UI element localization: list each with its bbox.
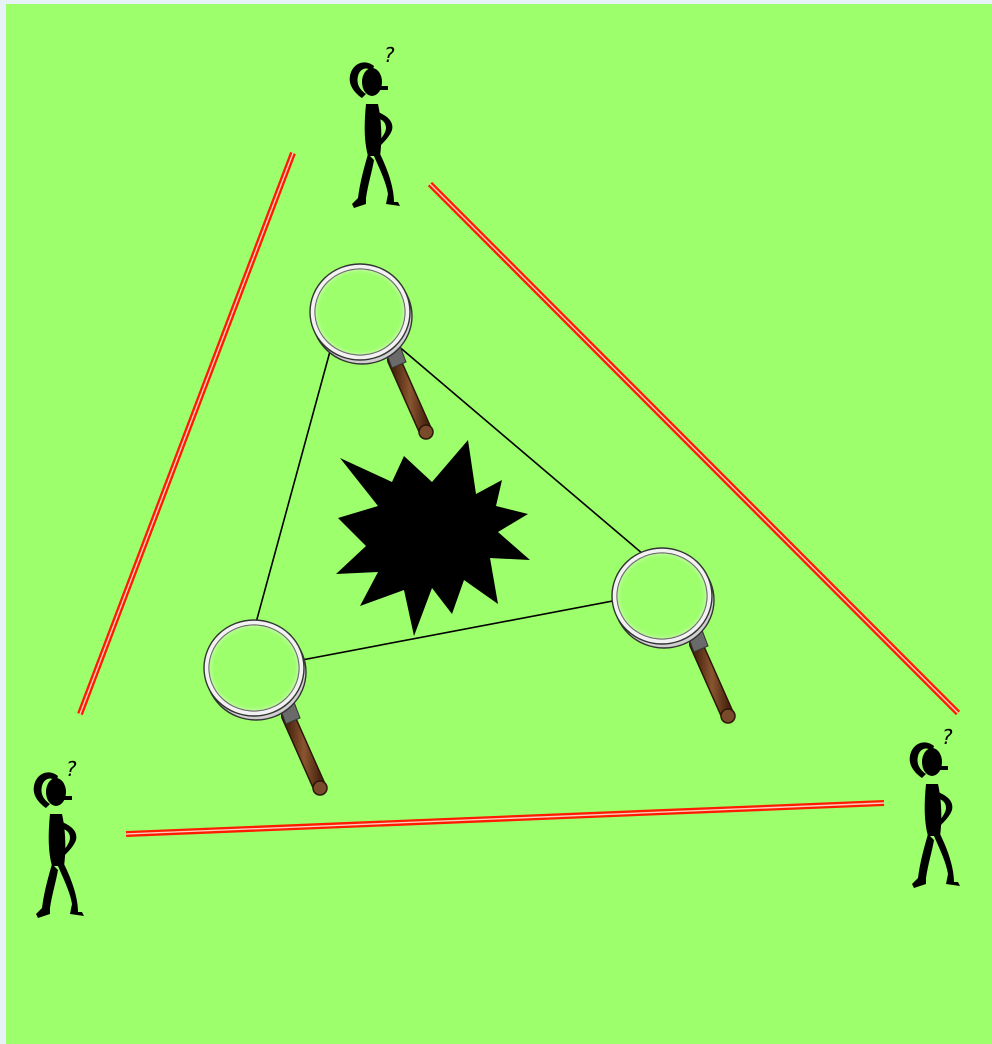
question-mark-label: ? xyxy=(66,757,77,781)
question-mark-label: ? xyxy=(942,725,953,749)
question-mark-label: ? xyxy=(384,43,395,67)
